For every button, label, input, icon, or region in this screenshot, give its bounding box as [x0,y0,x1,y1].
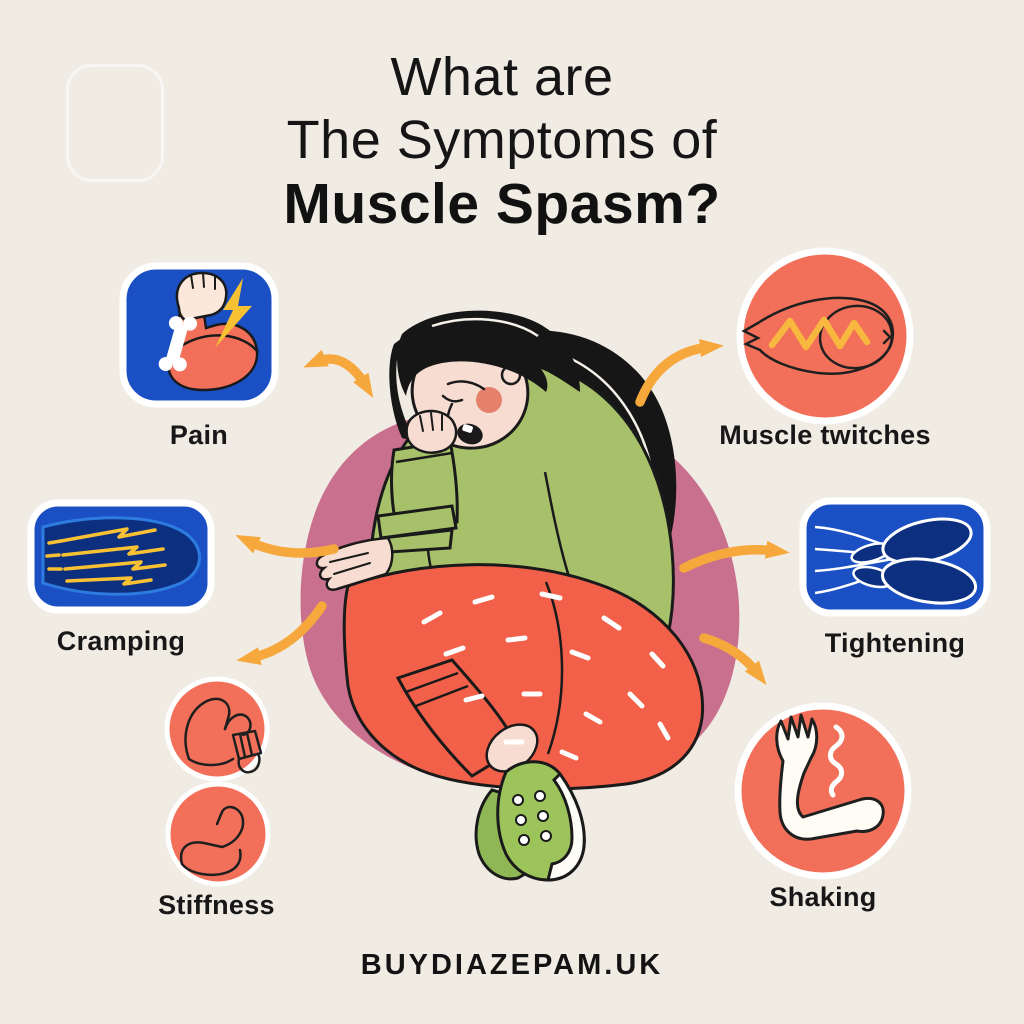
pants-dashes [421,591,671,761]
blush-cheek [476,387,502,413]
label-stiffness: Stiffness [158,890,275,920]
green-sneakers [474,760,586,882]
label-pain: Pain [169,420,229,450]
arrow-cramping [235,534,339,558]
hand-on-head [405,409,458,454]
bone-glyph [158,316,198,372]
lightning-bolt-glyph [215,278,252,348]
arrow-tightening [679,540,790,573]
stiffness-icon-top [164,676,270,782]
shaking-icon [734,702,912,880]
muscle-twitches-icon [736,247,914,425]
title-line-1: What are [390,47,614,107]
hair-front [389,310,580,442]
stiffness-icon-bottom [165,781,271,887]
label-muscle-twitches: Muscle twitches [719,420,931,450]
title-line-2: The Symptoms of [286,110,718,171]
eyebrow [446,380,486,391]
cramping-icon [27,499,215,614]
label-cramping: Cramping [56,626,186,656]
arrow-pain [303,349,374,398]
arrow-twitches [635,339,724,407]
footer-website: BUYDIAZEPAM.UK [360,949,664,981]
closed-eye [441,394,464,403]
title-line-3: Muscle Spasm? [283,172,721,237]
ghost-watermark-square [66,64,164,182]
pain-icon [119,262,279,408]
tightening-icon [799,497,991,617]
arrow-stiffness [236,601,327,665]
label-shaking: Shaking [769,882,877,912]
arrow-shaking [699,633,767,686]
open-mouth [457,423,483,445]
title: What are The Symptoms of Muscle Spasm? [0,46,1004,238]
arrows [235,339,790,686]
label-tightening: Tightening [824,628,966,658]
head [389,310,580,450]
